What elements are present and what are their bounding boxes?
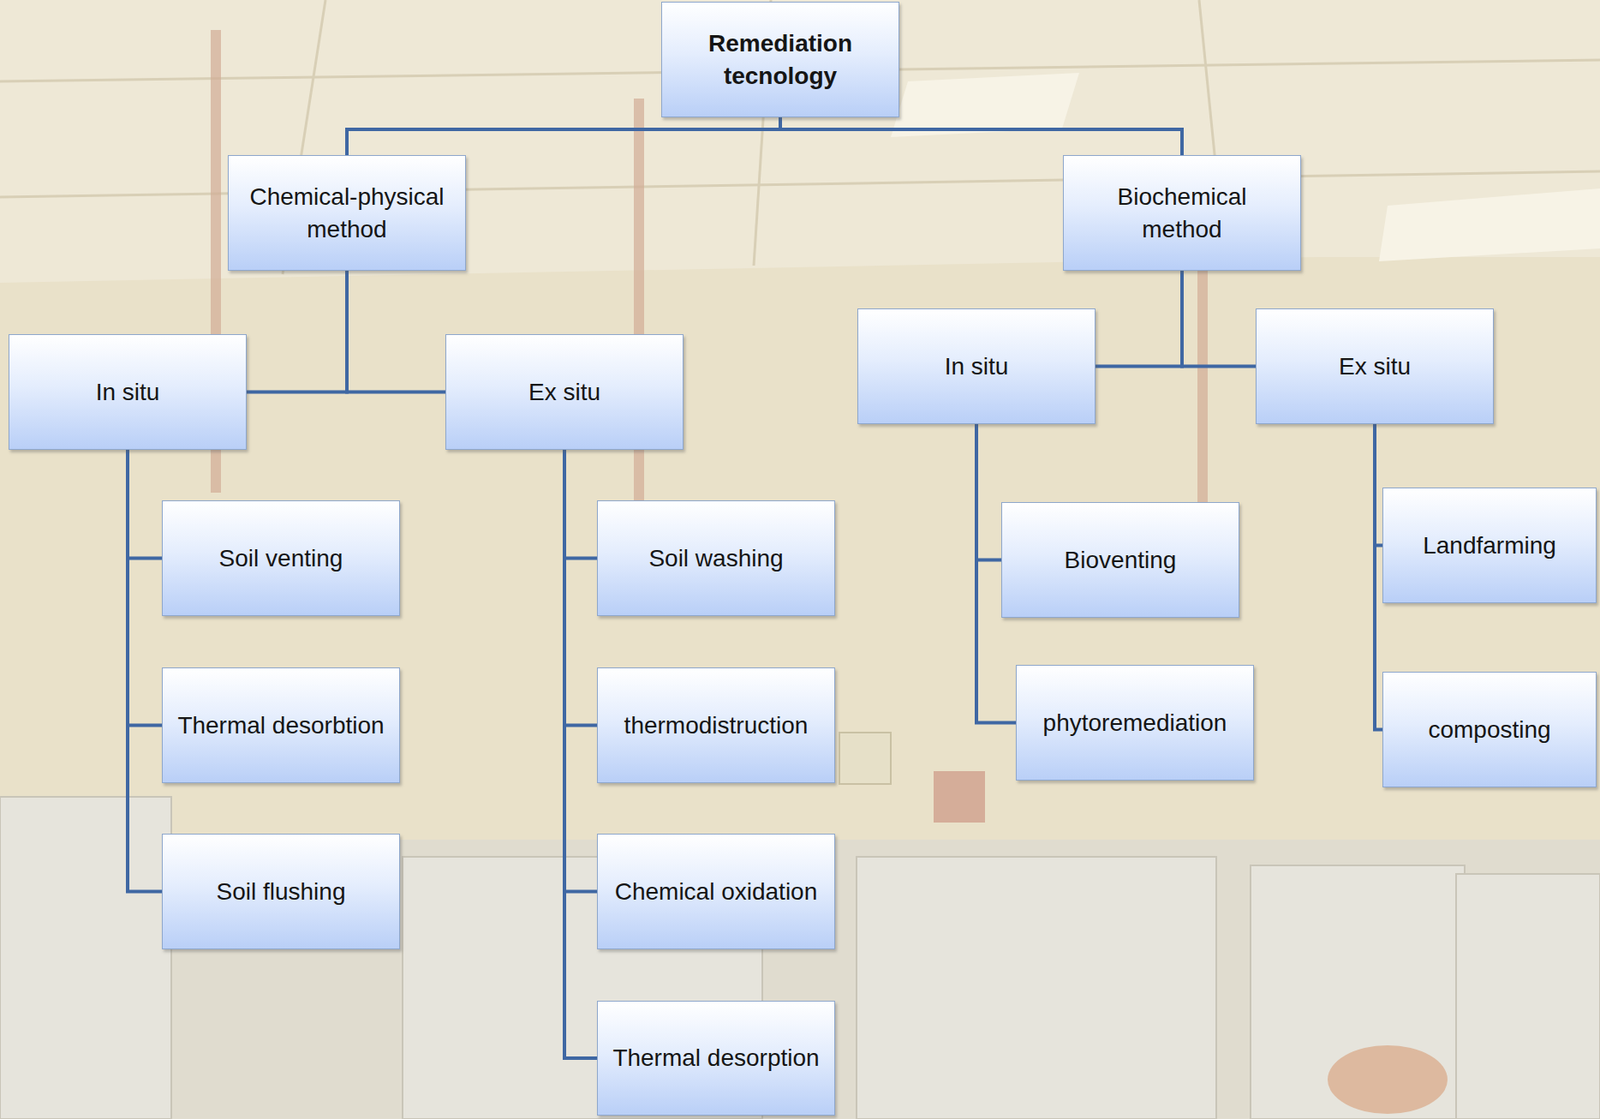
process-box: Chemical oxidation	[597, 833, 836, 950]
process-box: thermodistruction	[597, 667, 836, 783]
box-label: Biochemical method	[1075, 180, 1289, 246]
connector-line	[127, 449, 162, 726]
box-label: Thermal desorbtion	[174, 709, 388, 742]
box-label: Soil washing	[609, 542, 823, 575]
connector-line	[564, 449, 598, 892]
process-box: Thermal desorption	[597, 1000, 836, 1116]
process-box: Chemical-physical method	[227, 155, 466, 271]
box-label: thermodistruction	[609, 709, 823, 742]
connector-line	[346, 270, 446, 393]
connector-line	[564, 449, 598, 559]
connector-line	[1095, 270, 1183, 367]
process-box: Biochemical method	[1062, 155, 1302, 271]
process-box: composting	[1382, 671, 1597, 788]
box-label: Thermal desorption	[609, 1041, 823, 1075]
process-box: Ex situ	[1255, 308, 1494, 424]
connector-line	[1182, 270, 1256, 367]
connector-line	[564, 449, 598, 726]
box-label: Remediation tecnology	[674, 27, 887, 93]
process-box: In situ	[857, 308, 1096, 424]
connector-line	[976, 423, 1002, 561]
connector-line	[780, 117, 1183, 156]
process-box: Landfarming	[1382, 487, 1597, 603]
connector-line	[127, 449, 162, 892]
process-box: Thermal desorbtion	[161, 667, 400, 783]
connector-line	[246, 270, 347, 393]
connector-line	[346, 117, 781, 156]
process-box: Soil flushing	[161, 833, 400, 950]
box-label: Bioventing	[1014, 543, 1227, 577]
box-label: Landfarming	[1395, 529, 1584, 562]
box-label: Soil flushing	[174, 875, 388, 908]
process-box: Ex situ	[445, 334, 684, 450]
process-box: In situ	[8, 334, 247, 450]
box-label: In situ	[870, 350, 1083, 383]
box-label: phytoremediation	[1028, 706, 1242, 740]
connector-line	[1374, 423, 1383, 730]
process-box: Soil venting	[161, 500, 400, 616]
box-label: Chemical oxidation	[609, 875, 823, 908]
process-box: Remediation tecnology	[661, 1, 900, 118]
box-label: composting	[1395, 713, 1584, 747]
process-box: Bioventing	[1001, 501, 1240, 618]
box-label: Ex situ	[458, 376, 671, 409]
process-box: phytoremediation	[1015, 664, 1254, 781]
box-label: In situ	[21, 376, 234, 409]
process-box: Soil washing	[597, 500, 836, 616]
box-label: Chemical-physical method	[240, 180, 454, 246]
box-label: Ex situ	[1268, 350, 1481, 383]
connector-line	[127, 449, 162, 559]
connector-line	[564, 449, 598, 1058]
box-label: Soil venting	[174, 542, 388, 575]
